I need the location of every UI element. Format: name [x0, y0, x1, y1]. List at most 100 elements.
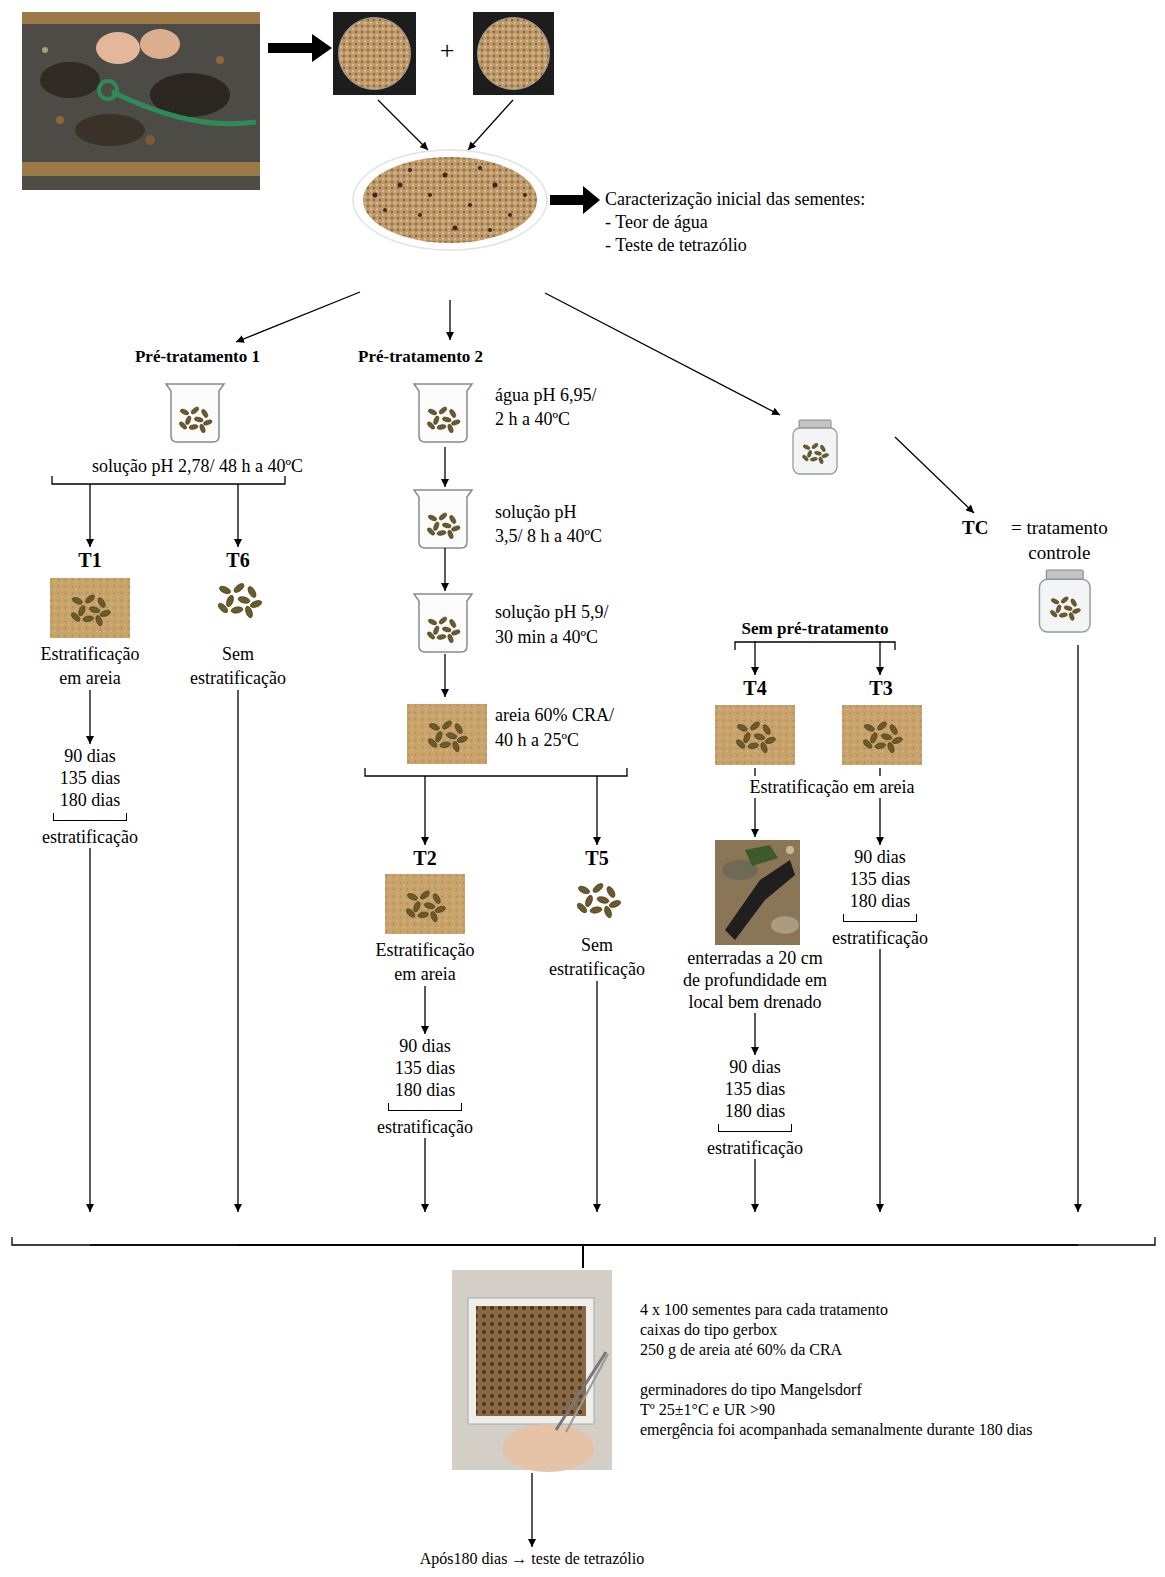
shared-label: Estratificação em areia	[747, 776, 918, 798]
node-heading: T4	[715, 676, 795, 700]
flow-arrow	[378, 100, 428, 150]
seed-cluster	[576, 882, 622, 919]
treatment-box: T5Sem estratificação	[542, 846, 652, 981]
treatment-box: T6Sem estratificação	[183, 548, 293, 690]
treatment-box: T4	[715, 676, 795, 768]
node-text: Sem estratificação	[183, 642, 293, 690]
burial-photo	[715, 840, 800, 945]
connector-line	[424, 776, 425, 845]
node-text: caixas do tipo gerbox	[640, 1320, 1082, 1340]
connector-line	[424, 1138, 425, 1212]
connector-line	[89, 848, 90, 1212]
beaker-icon	[414, 384, 472, 442]
node-text: estratificação	[705, 1137, 805, 1159]
connector	[90, 484, 91, 547]
node-text: estratificação	[40, 826, 140, 848]
connector-line	[89, 690, 90, 744]
beaker-icon	[166, 384, 224, 442]
node-text: 4 x 100 sementes para cada tratamento	[640, 1300, 1082, 1320]
pretreatment-box: Sem pré-tratamento	[735, 415, 895, 641]
flow-arrow	[236, 292, 360, 342]
timing-box: 90 dias 135 dias 180 diasestratificação	[375, 1035, 475, 1138]
connector	[532, 1473, 533, 1547]
connector-line	[754, 641, 755, 675]
seed-plate	[353, 150, 547, 250]
beaker-icon	[414, 490, 472, 548]
connector-line	[596, 981, 597, 1212]
connector-line	[754, 1013, 755, 1055]
node-heading: Pré-tratamento 2	[358, 345, 625, 369]
connector-line	[238, 1245, 583, 1268]
node-heading: T3	[840, 676, 922, 700]
block-arrow	[268, 34, 332, 62]
node-text: areia 60% CRA/ 40 h a 25ºC	[495, 703, 623, 753]
flow-arrow	[468, 100, 513, 150]
bracket	[52, 476, 285, 484]
treatment-box: T1Estratificação em areia	[30, 548, 150, 690]
node-text: Após180 dias → teste de tetrazólio	[330, 1548, 734, 1570]
connector-line	[89, 484, 90, 547]
connector	[583, 981, 597, 1268]
step-box: solução pH 3,5/ 8 h a 40ºC	[405, 488, 625, 548]
node-text: germinadores do tipo Mangelsdorf	[640, 1380, 1082, 1400]
bracket	[735, 642, 895, 650]
bracket	[365, 768, 627, 776]
final-box: Após180 dias → teste de tetrazólio	[330, 1548, 734, 1570]
connector	[583, 1159, 755, 1268]
connector	[755, 641, 756, 675]
connector-line	[895, 437, 974, 513]
treatment-box: T3	[840, 676, 922, 768]
node-heading: TC	[962, 515, 988, 540]
node-text: emergência foi acompanhada semanalmente …	[640, 1420, 1082, 1440]
control-box: TC= tratamento controle	[962, 515, 1158, 645]
node-heading: Sem pré-tratamento	[735, 617, 895, 641]
node-heading: T5	[542, 846, 652, 870]
connector	[445, 548, 446, 591]
node-text: água pH 6,95/ 2 h a 40ºC	[495, 383, 603, 431]
connector-line	[583, 1245, 755, 1268]
seed-cluster	[217, 582, 263, 619]
jar-icon	[1039, 570, 1090, 632]
connector-line	[237, 484, 238, 547]
bracket	[843, 914, 917, 922]
burial-box: enterradas a 20 cm de profundidade em lo…	[680, 838, 830, 1013]
timing-box: 90 dias 135 dias 180 diasestratificação	[705, 1056, 805, 1159]
connector-line	[444, 654, 445, 697]
node-heading: Pré-tratamento 1	[45, 345, 350, 369]
connector	[90, 848, 583, 1268]
connector-line	[596, 776, 597, 845]
step-box: solução pH 5,9/ 30 min a 40ºC	[405, 592, 625, 654]
node-text: enterradas a 20 cm de profundidade em lo…	[680, 947, 830, 1013]
node-text: estratificação	[830, 927, 930, 949]
connector-line	[444, 548, 445, 591]
connector-line	[425, 1245, 583, 1268]
node-text: Estratificação em areia	[365, 938, 485, 986]
node-heading: T6	[183, 548, 293, 572]
connector	[238, 484, 239, 547]
connector	[895, 437, 974, 513]
sand-tray	[50, 578, 130, 638]
node-text: - Teste de tetrazólio	[605, 234, 935, 257]
node-text: solução pH 3,5/ 8 h a 40ºC	[495, 500, 607, 548]
connector-line	[531, 1473, 532, 1547]
timing-box: 90 dias 135 dias 180 dias estratificação	[830, 846, 930, 949]
plus-sign: +	[437, 36, 458, 66]
node-text: estratificação	[375, 1116, 475, 1138]
connector	[425, 986, 426, 1034]
node-text: 90 dias 135 dias 180 dias	[843, 846, 918, 912]
connector-line	[583, 1245, 880, 1268]
germination-box: 4 x 100 sementes para cada tratamentocai…	[452, 1268, 1082, 1473]
petri-dish	[333, 12, 416, 95]
node-text: Caracterização inicial das sementes:	[605, 188, 935, 211]
connector	[597, 776, 598, 845]
connector-line	[583, 1245, 1078, 1268]
node-text: - Teor de água	[605, 211, 935, 234]
connector	[755, 1013, 756, 1055]
node-heading: T2	[365, 846, 485, 870]
connector-line	[90, 1245, 583, 1268]
pretreatment-box: Pré-tratamento 1solução pH 2,78/ 48 h a …	[45, 345, 350, 484]
bracket	[718, 1124, 792, 1132]
connector	[90, 690, 91, 744]
